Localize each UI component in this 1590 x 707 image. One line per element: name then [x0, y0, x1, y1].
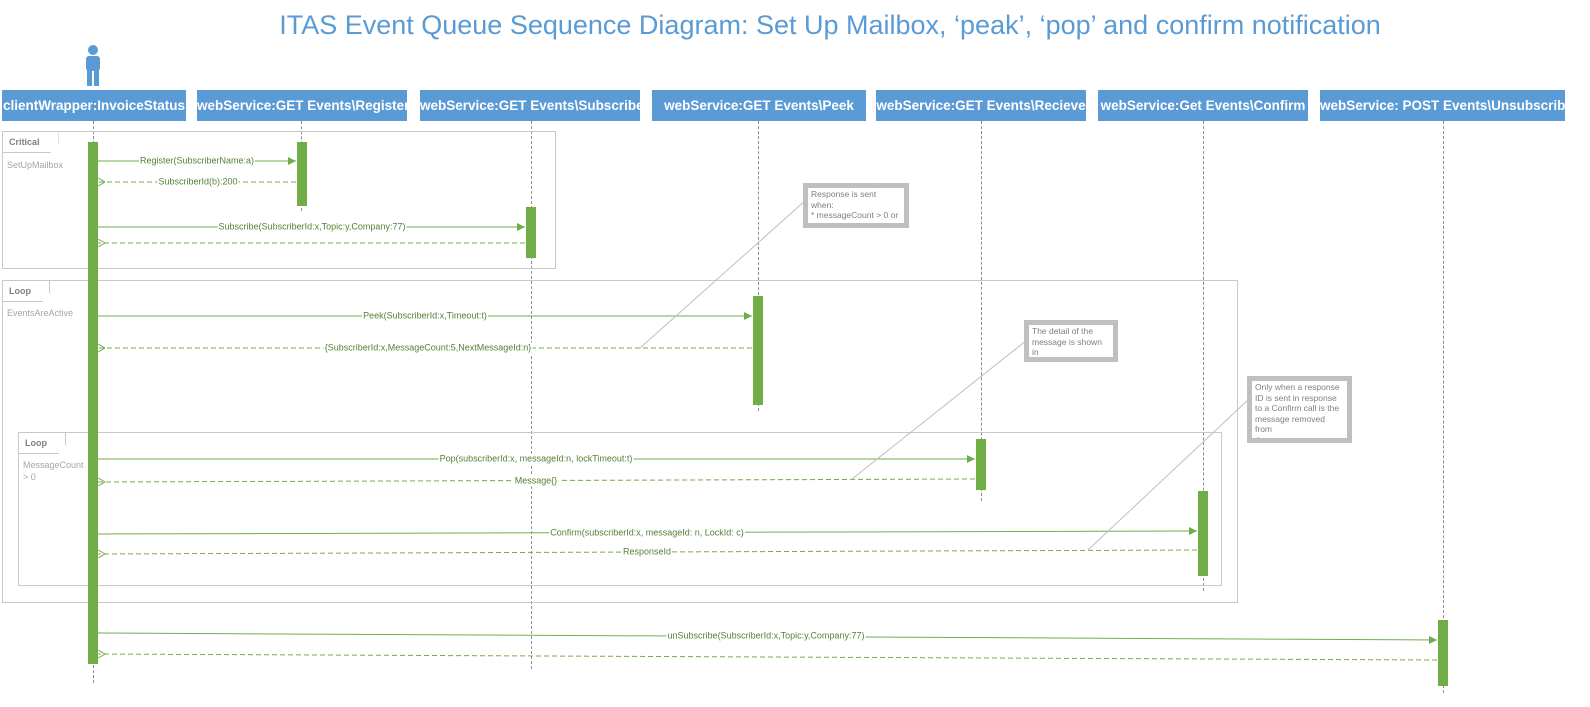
- lifeline-header-subscribe: webService:GET Events\Subscribe: [420, 90, 640, 121]
- lifeline-peek: [758, 121, 759, 411]
- msg-unsubscribe-return-line: [98, 654, 1438, 661]
- msg-label-peek: Peek(SubscriberId:x,Timeout:t): [362, 310, 488, 322]
- activation-recieve: [976, 439, 986, 490]
- msg-label-peek-return: {SubscriberId:x,MessageCount:5,NextMessa…: [323, 342, 533, 354]
- note-confirm-removal: Only when a response ID is sent in respo…: [1247, 376, 1352, 443]
- lifeline-header-client-wrapper: clientWrapper:InvoiceStatus: [2, 90, 186, 121]
- activation-confirm: [1198, 491, 1208, 576]
- lifeline-header-recieve: webService:GET Events\Recieve: [876, 90, 1086, 121]
- loop-frame-message-count: Loop MessageCount > 0: [18, 432, 1222, 586]
- frame-tag-loop: Loop: [2, 280, 50, 302]
- msg-label-pop: Pop(subscriberId:x, messageId:n, lockTim…: [438, 453, 634, 465]
- note-connector-confirm: [1087, 397, 1251, 551]
- msg-label-confirm: Confirm(subscriberId:x, messageId: n, Lo…: [549, 527, 745, 539]
- lifeline-unsubscribe: [1443, 121, 1444, 693]
- msg-label-response-id: ResponseId: [621, 546, 673, 558]
- lifeline-confirm: [1203, 121, 1204, 591]
- activation-register: [297, 142, 307, 206]
- lifeline-subscribe: [531, 121, 532, 669]
- frame-guard-events-active: EventsAreActive: [7, 308, 74, 318]
- note-peek-response: Response is sent when: * messageCount > …: [803, 183, 909, 228]
- critical-frame: Critical SetUpMailbox: [2, 131, 556, 269]
- activation-subscribe: [526, 207, 536, 258]
- lifeline-header-confirm: webService:Get Events\Confirm: [1098, 90, 1308, 121]
- msg-label-subscriber-id: SubscriberId(b):200: [157, 176, 239, 188]
- lifeline-header-peek: webService:GET Events\Peek: [652, 90, 866, 121]
- note-connector-peek: [639, 199, 807, 349]
- frame-guard-setup-mailbox: SetUpMailbox: [7, 160, 64, 170]
- diagram-title: ITAS Event Queue Sequence Diagram: Set U…: [279, 10, 1381, 40]
- lifeline-header-register: webService:GET Events\Register: [197, 90, 407, 121]
- frame-guard-message-count: MessageCount > 0: [23, 460, 84, 482]
- loop-frame-events: Loop EventsAreActive: [2, 280, 1238, 603]
- msg-label-subscribe: Subscribe(SubscriberId:x,Topic:y,Company…: [217, 221, 407, 233]
- person-icon: [86, 45, 100, 86]
- frame-tag-critical: Critical: [2, 131, 59, 153]
- msg-label-message: Message{}: [513, 475, 559, 487]
- msg-label-unsubscribe: unSubscribe(SubscriberId:x,Topic:y,Compa…: [666, 630, 866, 642]
- frame-tag-loop-inner: Loop: [18, 432, 66, 454]
- msg-response-id-line: [98, 549, 1198, 554]
- lifeline-header-unsubscribe: webService: POST Events\Unsubscribe: [1320, 90, 1565, 121]
- msg-label-register: Register(SubscriberName:a): [138, 155, 256, 167]
- activation-client-wrapper: [88, 142, 98, 664]
- note-connector-message: [851, 339, 1028, 480]
- lifeline-recieve: [981, 121, 982, 501]
- msg-message-return-line: [98, 479, 976, 482]
- note-message-detail: The detail of the message is shown in th…: [1024, 320, 1118, 362]
- activation-unsubscribe: [1438, 620, 1448, 686]
- activation-peek: [753, 296, 763, 405]
